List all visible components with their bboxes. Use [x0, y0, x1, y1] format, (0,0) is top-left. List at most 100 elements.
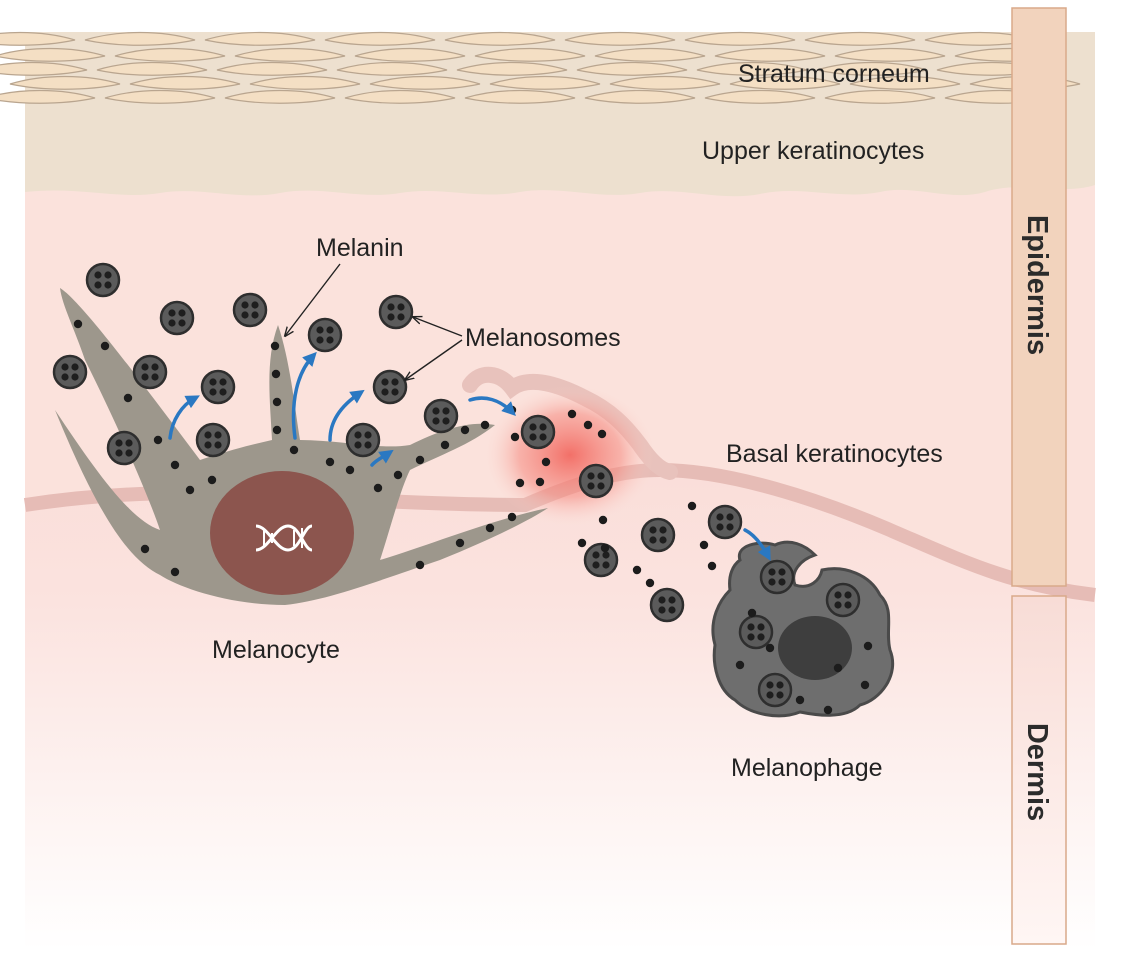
melanin-granule [140, 544, 150, 554]
corneocyte [84, 31, 196, 46]
melanin-granule [687, 501, 697, 511]
melanosome [649, 587, 685, 623]
melanin-granule [860, 680, 870, 690]
melanin-granule [567, 409, 577, 419]
leader-lines [285, 263, 463, 380]
melanin-granule [515, 478, 525, 488]
melanin-granule [707, 561, 717, 571]
corneocyte [564, 31, 676, 46]
melanosome [578, 463, 614, 499]
melanin-granule [600, 543, 610, 553]
melanin-granule [632, 565, 642, 575]
melanosome [232, 292, 268, 328]
melanocyte-nucleus [210, 471, 354, 595]
melanin-label: Melanin [316, 234, 404, 262]
transport-arrow [168, 395, 200, 440]
corneocyte [354, 47, 466, 62]
corneocyte [104, 89, 216, 104]
corneocyte [464, 89, 576, 104]
corneocyte [0, 89, 96, 104]
dna-icon [255, 524, 313, 552]
melanosome [106, 430, 142, 466]
corneocyte [0, 47, 106, 62]
melanin-granule [415, 455, 425, 465]
transport-arrow [743, 528, 771, 561]
corneocyte [0, 61, 88, 76]
melanin-granule [100, 341, 110, 351]
melanin-granule [153, 435, 163, 445]
corneocyte [249, 75, 361, 90]
melanin-granule [541, 457, 551, 467]
corneocyte [816, 61, 928, 76]
melanosome [640, 517, 676, 553]
corneocyte [834, 47, 946, 62]
melanin-granule [795, 695, 805, 705]
melanosome [707, 504, 743, 540]
melanin-granule [415, 560, 425, 570]
melanin-granule [325, 457, 335, 467]
epidermis-bar [1011, 7, 1067, 587]
melanin-granule [170, 567, 180, 577]
melanophage-label: Melanophage [731, 754, 883, 782]
melanin-granule [289, 445, 299, 455]
melanosome [307, 317, 343, 353]
melanin-granule [393, 470, 403, 480]
corneocyte [344, 89, 456, 104]
melanin-granule [73, 319, 83, 329]
melanin-granule [185, 485, 195, 495]
transport-arrow [468, 396, 516, 416]
stratum-corneum-label: Stratum corneum [738, 60, 930, 88]
melanin-leader [285, 263, 341, 336]
melanin-granule [583, 420, 593, 430]
melanin-granule [507, 512, 517, 522]
corneocyte [114, 47, 226, 62]
melanosome [759, 559, 795, 595]
transport-arrow [328, 389, 365, 442]
melanin-granule [747, 608, 757, 618]
melanin-granule [373, 483, 383, 493]
melanosome-group [52, 262, 861, 708]
corneocyte [336, 61, 448, 76]
melanin-granule [455, 538, 465, 548]
corneocyte [704, 89, 816, 104]
melanin-granule [823, 705, 833, 715]
melanosome [85, 262, 121, 298]
basal-keratinocytes-label: Basal keratinocytes [726, 440, 943, 468]
melanosome [372, 369, 408, 405]
melanin-granule [460, 425, 470, 435]
corneocyte [369, 75, 481, 90]
melanin-granule [598, 515, 608, 525]
corneocyte [729, 75, 841, 90]
melanosome [520, 414, 556, 450]
corneocyte [584, 89, 696, 104]
corneocyte [594, 47, 706, 62]
melanin-granule [735, 660, 745, 670]
corneocyte [204, 31, 316, 46]
melanin-granule [272, 425, 282, 435]
melanin-granule [577, 538, 587, 548]
melanosome [200, 369, 236, 405]
melanin-granule [485, 523, 495, 533]
melanosome [52, 354, 88, 390]
corneocyte [714, 47, 826, 62]
corneocyte [96, 61, 208, 76]
corneocyte [216, 61, 328, 76]
melanosome [159, 300, 195, 336]
melanosome [757, 672, 793, 708]
melanin-granule [345, 465, 355, 475]
melanin-granule [699, 540, 709, 550]
melanocyte-cell [55, 288, 548, 605]
corneocyte [129, 75, 241, 90]
melanin-granule [480, 420, 490, 430]
corneocyte [234, 47, 346, 62]
melanin-granule [270, 341, 280, 351]
melanin-granule [440, 440, 450, 450]
dermis-label: Dermis [1021, 723, 1053, 821]
corneocyte [489, 75, 601, 90]
melanosome [195, 422, 231, 458]
corneocyte [576, 61, 688, 76]
melanin-granule [272, 397, 282, 407]
stratum-corneum-cells [0, 31, 1081, 104]
corneocyte [0, 31, 76, 46]
